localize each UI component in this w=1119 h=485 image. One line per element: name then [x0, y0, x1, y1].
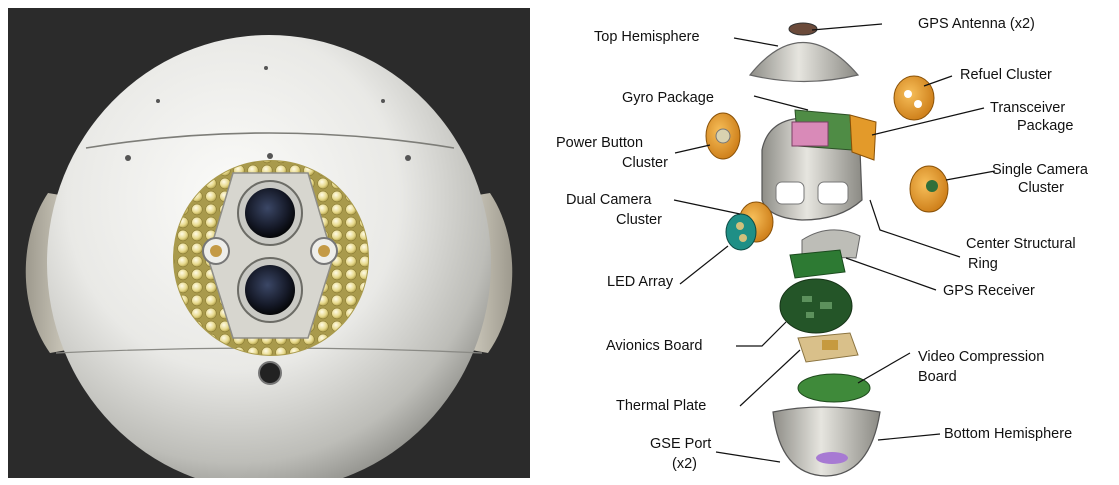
led-array-part — [790, 250, 845, 278]
label-gyro-package: Gyro Package — [622, 90, 714, 107]
label-single-camera-line2: Cluster — [1018, 180, 1064, 197]
label-transceiver-line2: Package — [1017, 118, 1073, 135]
video-compression-board-part — [798, 374, 870, 402]
label-video-compression-line2: Board — [918, 369, 957, 386]
dual-camera-cluster-part — [726, 202, 773, 250]
label-gps-receiver: GPS Receiver — [943, 283, 1035, 300]
label-gse-port-line2: (x2) — [672, 456, 697, 473]
label-refuel-cluster: Refuel Cluster — [960, 67, 1052, 84]
gse-port-part — [816, 452, 848, 464]
label-bottom-hemisphere: Bottom Hemisphere — [944, 426, 1072, 443]
label-power-button-line2: Cluster — [622, 155, 668, 172]
refuel-cluster-part — [894, 76, 934, 120]
top-hemisphere-part — [750, 43, 858, 82]
label-dual-camera-line2: Cluster — [616, 212, 662, 229]
gyro-package-part — [792, 110, 852, 150]
bottom-hemisphere-part — [773, 407, 880, 476]
photo-panel — [8, 8, 530, 478]
gps-antenna-part — [789, 23, 817, 35]
bottom-port — [259, 362, 281, 384]
label-led-array: LED Array — [607, 274, 673, 291]
label-transceiver-line1: Transceiver — [990, 100, 1065, 117]
upper-camera-lens — [245, 188, 295, 238]
label-single-camera-line1: Single Camera — [992, 162, 1088, 179]
label-top-hemisphere: Top Hemisphere — [594, 29, 700, 46]
lower-camera-lens — [245, 265, 295, 315]
label-center-ring-line2: Ring — [968, 256, 998, 273]
label-dual-camera-line1: Dual Camera — [566, 192, 651, 209]
label-gse-port-line1: GSE Port — [650, 436, 711, 453]
label-thermal-plate: Thermal Plate — [616, 398, 706, 415]
label-power-button-line1: Power Button — [556, 135, 643, 152]
label-center-ring-line1: Center Structural — [966, 236, 1076, 253]
avionics-board-part — [780, 279, 852, 333]
label-video-compression-line1: Video Compression — [918, 349, 1044, 366]
label-avionics-board: Avionics Board — [606, 338, 702, 355]
label-gps-antenna: GPS Antenna (x2) — [918, 16, 1035, 33]
assembled-sphere-photo — [8, 8, 530, 478]
exploded-diagram: Top Hemisphere GPS Antenna (x2) Refuel C… — [540, 0, 1119, 485]
